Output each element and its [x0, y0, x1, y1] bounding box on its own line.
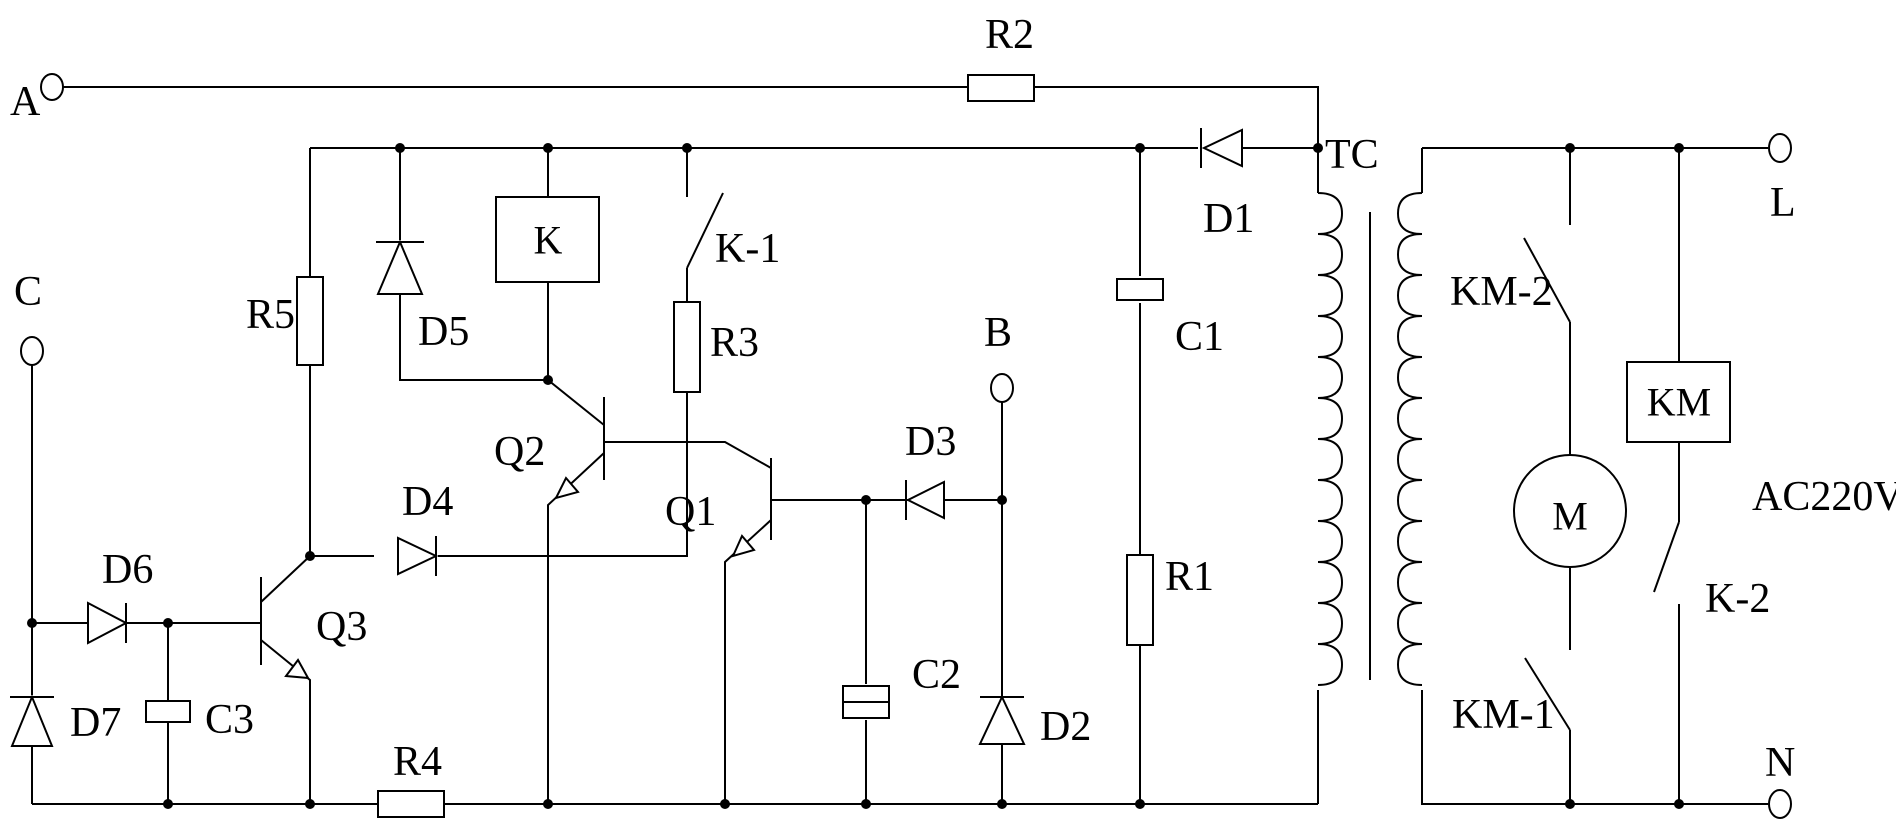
relay-contact-k2 — [1653, 521, 1680, 593]
terminal-c — [20, 336, 44, 366]
resistor-r5 — [296, 276, 324, 366]
label-r1: R1 — [1165, 554, 1214, 600]
label-transformer: TC — [1325, 132, 1379, 178]
transistor-q3-emitter-arrow — [284, 658, 310, 680]
label-contactor-contact-km2: KM-2 — [1450, 269, 1553, 315]
label-c3: C3 — [205, 697, 254, 743]
resistor-r2 — [967, 74, 1035, 102]
diode-d6 — [87, 601, 129, 645]
capacitor-c2 — [842, 685, 890, 719]
diode-d5 — [376, 239, 424, 295]
contactor-contact-km2 — [1523, 237, 1571, 323]
label-terminal-b: B — [984, 310, 1012, 356]
label-r3: R3 — [710, 320, 759, 366]
label-d7: D7 — [70, 700, 121, 746]
label-q1: Q1 — [665, 489, 716, 535]
terminal-b — [990, 373, 1014, 403]
label-r5: R5 — [246, 292, 295, 338]
label-q3: Q3 — [316, 604, 367, 650]
diode-d7 — [10, 694, 54, 747]
motor-m — [1513, 454, 1627, 568]
label-supply: AC220V — [1752, 474, 1896, 520]
label-d3: D3 — [905, 419, 956, 465]
diode-d2 — [978, 694, 1026, 745]
label-relay-coil-k: K — [534, 218, 563, 263]
capacitor-c3 — [145, 700, 191, 723]
terminal-a — [40, 73, 64, 101]
label-terminal-c: C — [14, 269, 42, 315]
relay-coil-k — [495, 196, 600, 283]
transformer-tc — [1317, 192, 1423, 686]
label-contactor-coil-km: KM — [1647, 380, 1711, 425]
diode-d4 — [397, 536, 439, 576]
label-r4: R4 — [393, 739, 442, 785]
contactor-coil-km — [1626, 361, 1731, 443]
label-d4: D4 — [402, 479, 453, 525]
label-r2: R2 — [985, 12, 1034, 58]
diode-d1 — [1200, 128, 1243, 168]
label-contactor-contact-km1: KM-1 — [1452, 692, 1555, 738]
wires — [31, 86, 1768, 805]
capacitor-c1 — [1116, 278, 1164, 301]
label-d5: D5 — [418, 309, 469, 355]
label-d2: D2 — [1040, 704, 1091, 750]
label-motor: M — [1552, 494, 1588, 539]
transistor-q1-emitter-arrow — [731, 534, 756, 558]
diode-d3 — [905, 480, 945, 520]
resistor-r1 — [1126, 554, 1154, 646]
label-relay-contact-k2: K-2 — [1705, 576, 1770, 622]
contactor-contact-km1 — [1524, 657, 1571, 731]
label-d6: D6 — [102, 547, 153, 593]
label-c2: C2 — [912, 652, 961, 698]
label-d1: D1 — [1203, 196, 1254, 242]
terminal-n — [1768, 789, 1792, 819]
label-c1: C1 — [1175, 314, 1224, 360]
resistor-r4 — [377, 790, 445, 818]
resistor-r3 — [673, 301, 701, 393]
label-terminal-a: A — [10, 79, 41, 125]
label-terminal-n: N — [1765, 740, 1795, 786]
junction-dots — [27, 143, 1684, 809]
terminal-l — [1768, 133, 1792, 163]
transistor-q2-emitter-arrow — [554, 476, 580, 500]
label-q2: Q2 — [494, 429, 545, 475]
relay-contact-k1 — [686, 192, 724, 269]
label-terminal-l: L — [1770, 180, 1796, 226]
label-relay-contact-k1: K-1 — [715, 226, 780, 272]
